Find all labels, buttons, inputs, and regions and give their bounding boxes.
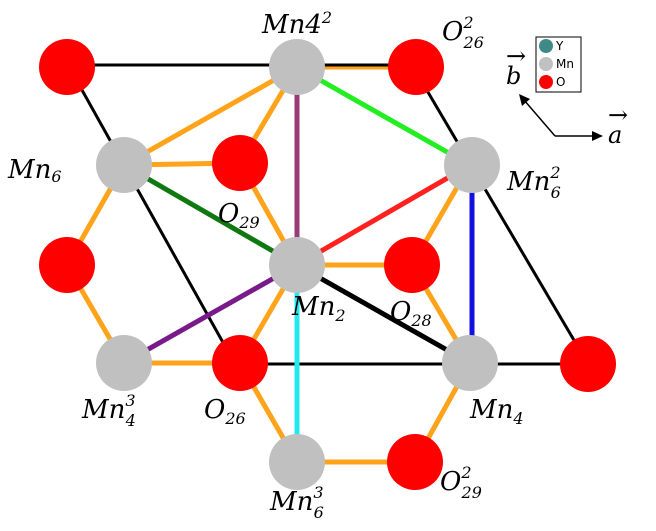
legend-label-o: O: [556, 75, 565, 89]
atom-o: [388, 39, 444, 95]
atom-mn: [444, 137, 500, 193]
path-green-light: [295, 64, 472, 168]
atom-o: [39, 39, 95, 95]
atom-mn: [96, 137, 152, 193]
atom-o: [212, 135, 268, 191]
axis-a-label: a: [608, 121, 622, 149]
axis-a-arrow-mark: →: [608, 101, 628, 129]
path-purple: [122, 262, 299, 366]
atom-o: [560, 336, 616, 392]
legend-label-y: Y: [555, 39, 564, 53]
legend-swatch-y: [539, 39, 553, 53]
path-green-dark: [122, 162, 299, 268]
exchange-paths: [122, 64, 475, 462]
path-red: [295, 162, 472, 268]
atom-o: [212, 335, 268, 391]
atom-mn: [269, 39, 325, 95]
axis-b-arrow-mark: →: [506, 42, 526, 70]
label-o28: O28: [390, 297, 432, 330]
legend-swatch-o: [539, 75, 553, 89]
atom-mn: [96, 335, 152, 391]
label-mn2: Mn2: [291, 292, 346, 325]
axis-b-label: b: [506, 62, 521, 90]
atom-mn: [269, 434, 325, 490]
label-o29: O29: [218, 199, 260, 232]
axis-a-arrowhead: [592, 131, 603, 141]
atom-o: [384, 237, 440, 293]
atom-mn: [442, 335, 498, 391]
legend-label-mn: Mn: [556, 57, 574, 71]
axis-b-line: [523, 99, 556, 137]
bond: [122, 64, 299, 168]
label-mn4: Mn4: [469, 395, 524, 428]
path-black: [295, 262, 472, 366]
atom-o: [39, 237, 95, 293]
atom-o: [387, 434, 443, 490]
label-mn4-2: Mn42: [261, 8, 332, 40]
atom-mn: [269, 237, 325, 293]
lattice-axes: [519, 94, 603, 141]
legend: Y Mn O: [535, 36, 582, 93]
atoms: [39, 39, 616, 490]
axis-b-arrowhead: [519, 94, 530, 106]
legend-swatch-mn: [539, 57, 553, 71]
label-mn6: Mn6: [7, 155, 62, 186]
label-o26: O26: [204, 395, 246, 428]
